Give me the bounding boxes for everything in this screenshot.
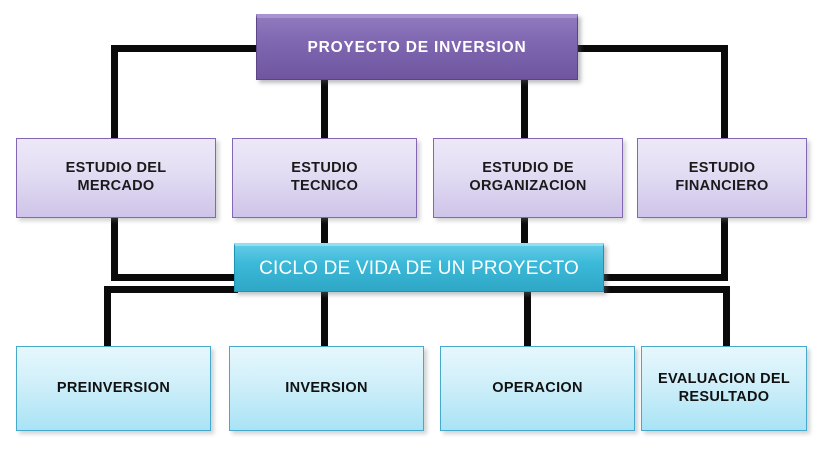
node-operacion[interactable]: OPERACION [440, 346, 635, 431]
node-estudio-financiero-label: ESTUDIO FINANCIERO [675, 160, 769, 194]
node-operacion-label: OPERACION [492, 379, 583, 396]
node-inversion[interactable]: INVERSION [229, 346, 424, 431]
connector-mercado-to-ciclo-vertical [111, 218, 118, 281]
connector-ciclo-to-evaluacion-horizontal [604, 286, 730, 293]
connector-ciclo-to-inversion [321, 292, 328, 346]
connector-ciclo-to-preinversion-vertical [104, 286, 111, 346]
connector-root-to-financiero-horizontal [577, 45, 728, 52]
node-evaluacion-del-resultado[interactable]: EVALUACION DEL RESULTADO [641, 346, 807, 431]
node-proyecto-de-inversion[interactable]: PROYECTO DE INVERSION [256, 14, 578, 80]
node-estudio-del-mercado-label: ESTUDIO DEL MERCADO [65, 160, 167, 194]
connector-financiero-to-ciclo-horizontal [604, 274, 728, 281]
connector-organizacion-to-ciclo [521, 218, 528, 245]
node-proyecto-de-inversion-label: PROYECTO DE INVERSION [307, 39, 527, 57]
connector-ciclo-to-operacion [524, 292, 531, 346]
node-estudio-del-mercado[interactable]: ESTUDIO DEL MERCADO [16, 138, 216, 218]
node-estudio-de-organizacion[interactable]: ESTUDIO DE ORGANIZACION [433, 138, 623, 218]
connector-tecnico-to-ciclo [321, 218, 328, 245]
node-estudio-tecnico-label: ESTUDIO TECNICO [290, 160, 359, 194]
connector-mercado-to-ciclo-horizontal [111, 274, 238, 281]
node-inversion-label: INVERSION [285, 379, 368, 396]
connector-root-to-mercado-vertical [111, 45, 118, 139]
node-estudio-de-organizacion-label: ESTUDIO DE ORGANIZACION [469, 160, 587, 194]
node-ciclo-de-vida-de-un-proyecto-label: CICLO DE VIDA DE UN PROYECTO [259, 257, 579, 279]
connector-ciclo-to-preinversion-horizontal [104, 286, 238, 293]
connector-root-to-financiero-vertical [721, 45, 728, 139]
node-estudio-tecnico[interactable]: ESTUDIO TECNICO [232, 138, 417, 218]
node-ciclo-de-vida-de-un-proyecto[interactable]: CICLO DE VIDA DE UN PROYECTO [234, 243, 604, 292]
connector-financiero-to-ciclo-vertical [721, 218, 728, 281]
connector-root-to-mercado-horizontal [111, 45, 259, 52]
connector-root-to-organizacion [521, 80, 528, 139]
node-evaluacion-del-resultado-label: EVALUACION DEL RESULTADO [657, 370, 791, 405]
connector-ciclo-to-evaluacion-vertical [723, 286, 730, 346]
node-estudio-financiero[interactable]: ESTUDIO FINANCIERO [637, 138, 807, 218]
node-preinversion-label: PREINVERSION [56, 379, 171, 396]
node-preinversion[interactable]: PREINVERSION [16, 346, 211, 431]
connector-root-to-tecnico [321, 80, 328, 139]
